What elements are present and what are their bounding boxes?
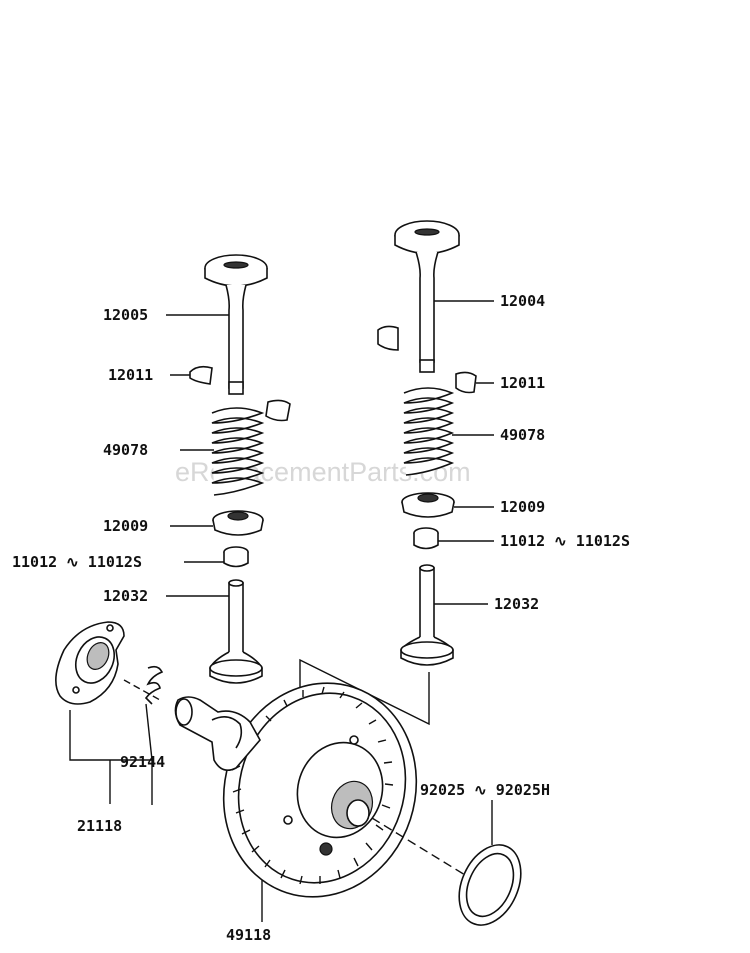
intake-valve-12004[interactable] (394, 220, 460, 373)
spring-49078-right[interactable] (403, 387, 455, 476)
label-12009-right: 12009 (500, 498, 545, 516)
camshaft-49118[interactable] (174, 658, 443, 922)
exhaust-valve-12005[interactable] (204, 254, 268, 395)
collet-12011-left-a[interactable] (189, 365, 213, 385)
label-12032-right: 12032 (494, 595, 539, 613)
label-49078-right: 49078 (500, 426, 545, 444)
spring-92144[interactable] (144, 665, 164, 705)
tappet-shim-11012-right[interactable] (413, 527, 439, 550)
collet-12011-left-b[interactable] (265, 399, 291, 422)
tappet-12032-left[interactable] (209, 579, 263, 684)
label-11012-left: 11012 ∿ 11012S (12, 553, 142, 571)
label-12005: 12005 (103, 306, 148, 324)
label-12004: 12004 (500, 292, 545, 310)
label-21118: 21118 (77, 817, 122, 835)
label-12009-left: 12009 (103, 517, 148, 535)
tappet-shim-11012-left[interactable] (223, 546, 249, 568)
collet-12011-right-a[interactable] (377, 325, 399, 351)
label-92025: 92025 ∿ 92025H (420, 781, 550, 799)
label-12011-right: 12011 (500, 374, 545, 392)
spring-49078-left[interactable] (211, 407, 265, 496)
label-12011-left: 12011 (108, 366, 153, 384)
spring-retainer-12009-right[interactable] (401, 492, 455, 518)
cam-plate-21118[interactable] (55, 621, 125, 705)
tappet-12032-right[interactable] (400, 564, 454, 666)
washer-92025[interactable] (447, 835, 532, 935)
collet-12011-right-b[interactable] (455, 371, 477, 394)
label-12032-left: 12032 (103, 587, 148, 605)
label-49078-left: 49078 (103, 441, 148, 459)
spring-retainer-12009-left[interactable] (212, 510, 264, 536)
label-92144: 92144 (120, 753, 165, 771)
label-49118: 49118 (226, 926, 271, 944)
label-11012-right: 11012 ∿ 11012S (500, 532, 630, 550)
